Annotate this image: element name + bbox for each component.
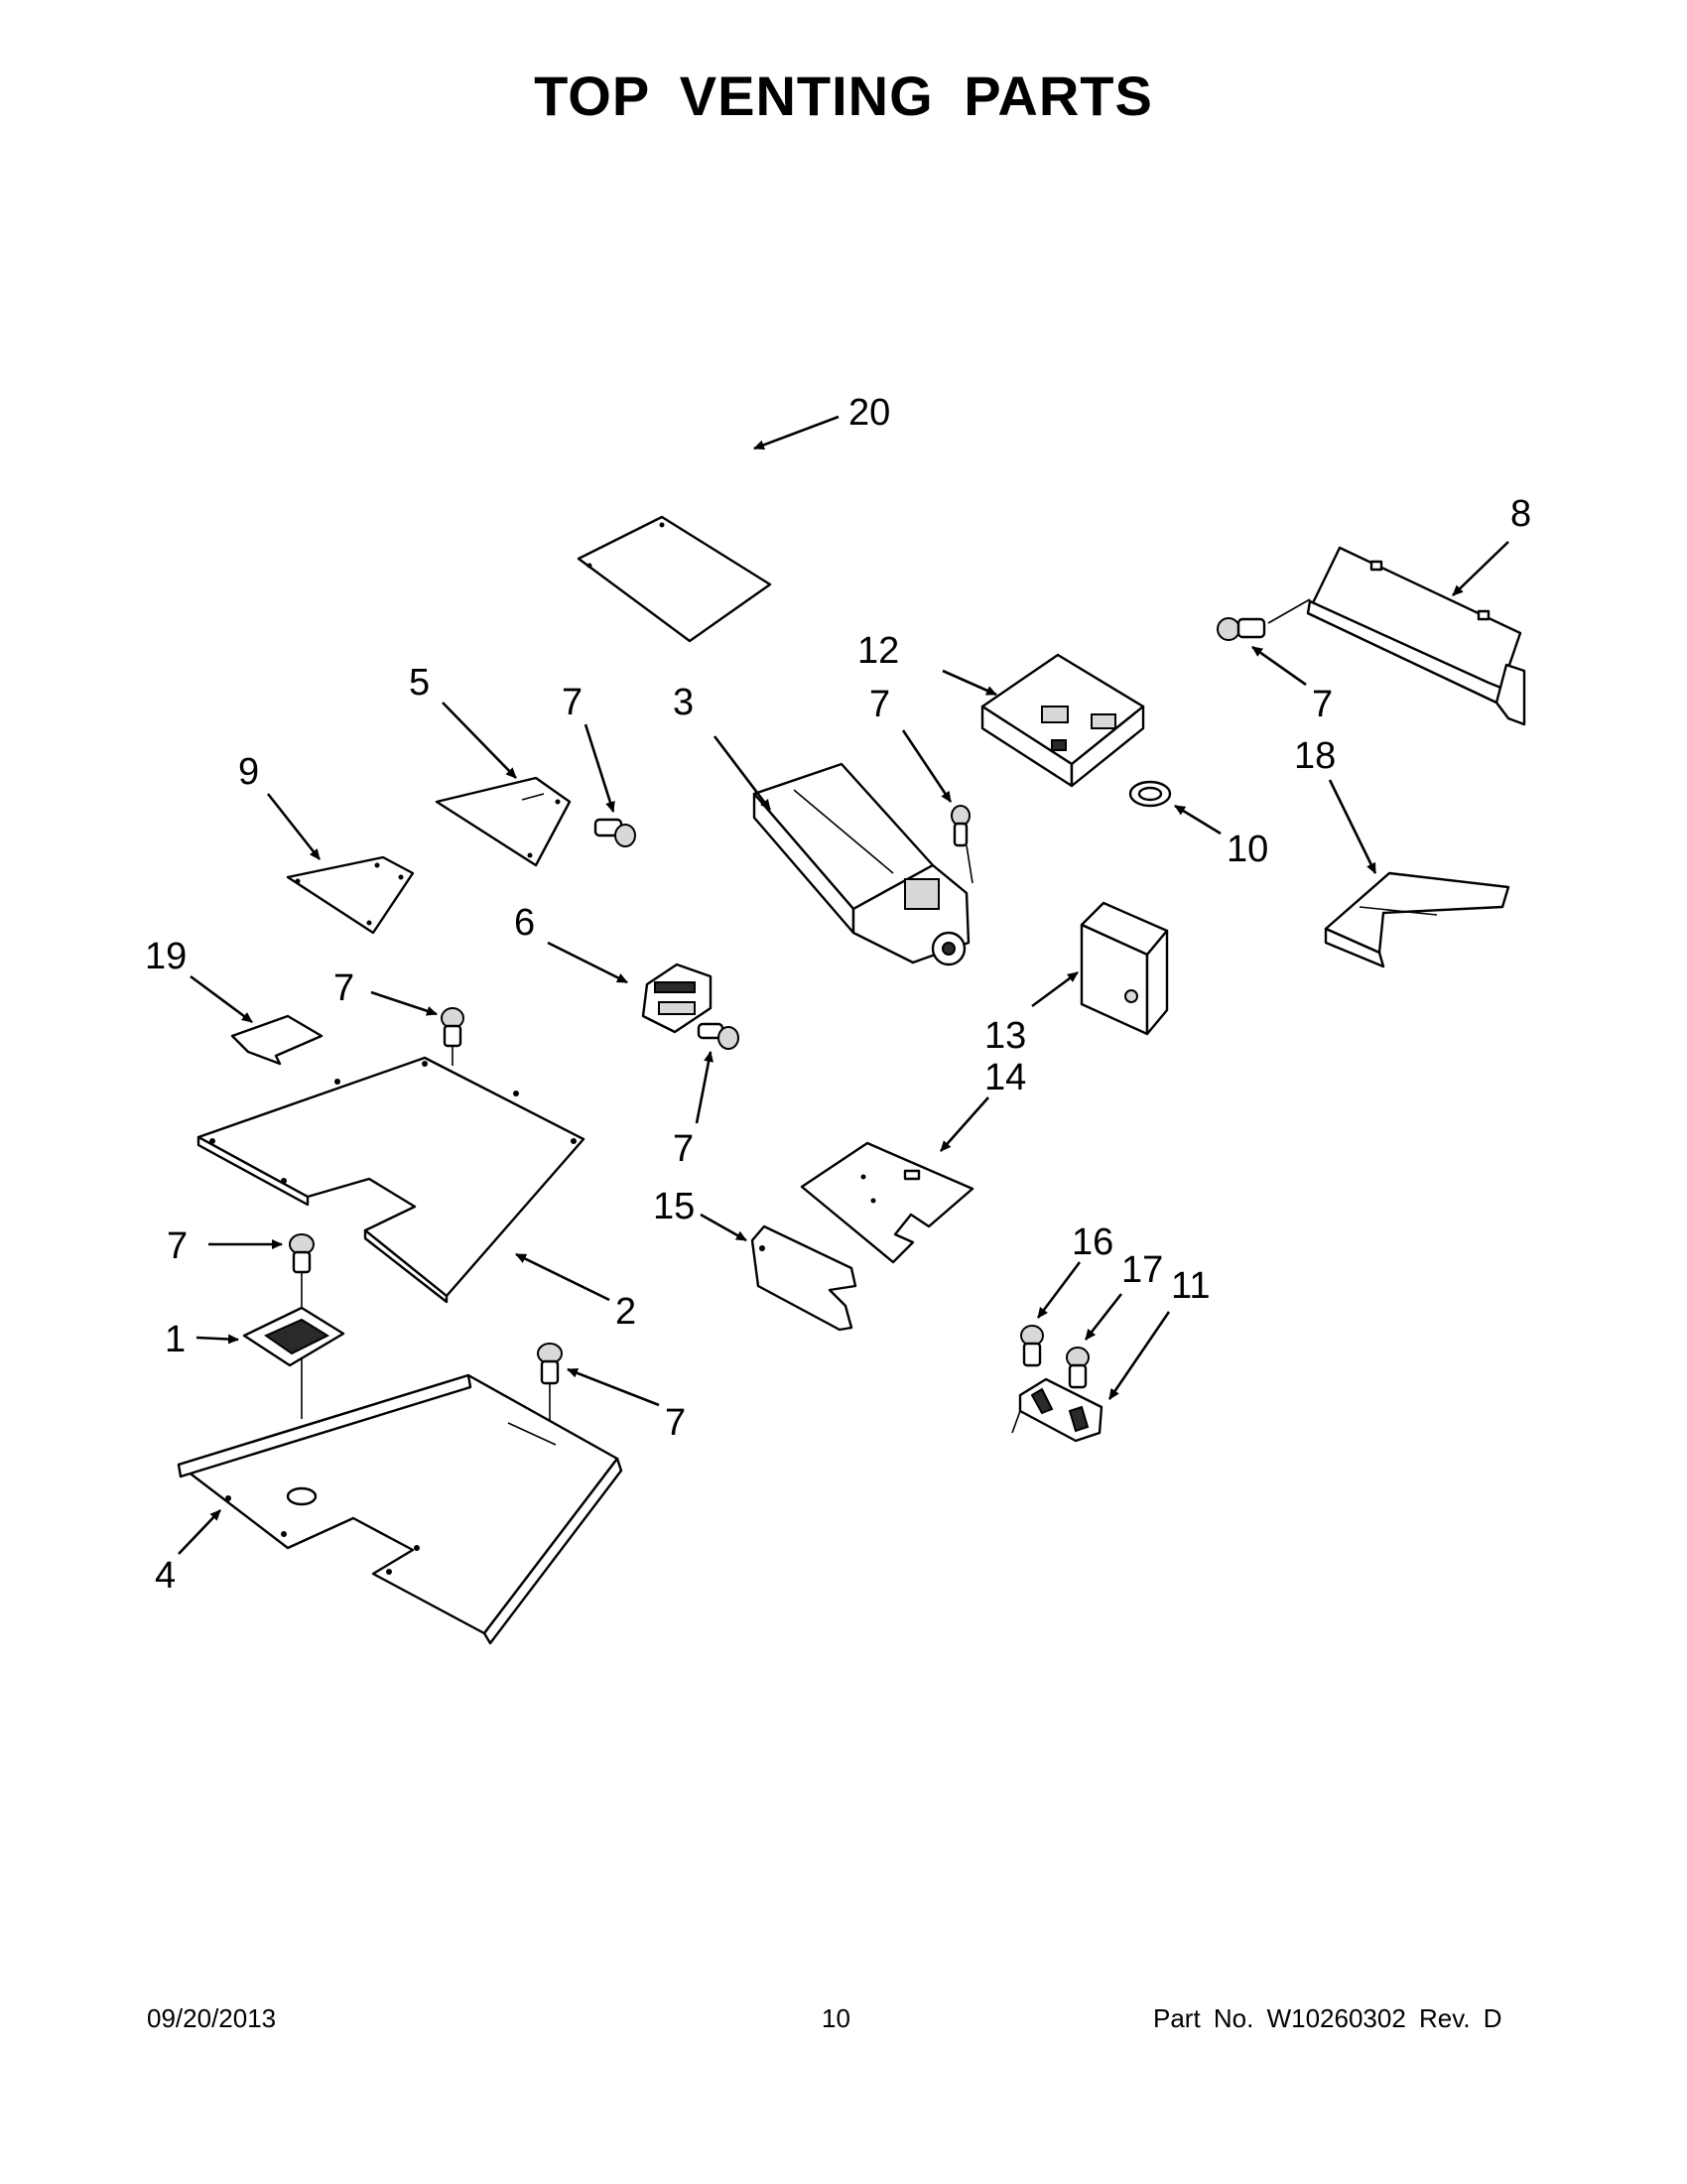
callout-8: 8 (1510, 493, 1531, 535)
callout-4: 4 (155, 1555, 176, 1597)
part-7-screw-mid-left: 7 (333, 967, 464, 1066)
part-3-blower: 3 (673, 682, 971, 966)
callout-2: 2 (615, 1291, 636, 1333)
callout-17: 17 (1121, 1249, 1163, 1291)
callout-9: 9 (238, 751, 259, 793)
part-20-insulation-sheet: 20 (577, 392, 890, 643)
footer-date: 09/20/2013 (147, 2003, 277, 2033)
part-18-vent-damper: 18 (1294, 735, 1510, 968)
part-8-vent-cover: 8 (1306, 493, 1531, 726)
part-19-small-plate: 19 (145, 936, 324, 1066)
part-7-screw-bottom: 7 (537, 1343, 686, 1534)
callout-14: 14 (984, 1057, 1026, 1098)
part-11-terminal-block: 11 (1011, 1265, 1210, 1443)
part-7-screw-relay: 7 (673, 1022, 739, 1170)
callout-5: 5 (409, 662, 430, 704)
callout-16: 16 (1072, 1221, 1113, 1263)
part-7-screw-top-right: 7 (1217, 598, 1333, 725)
callout-7-mid-left: 7 (333, 967, 354, 1009)
part-17-screw: 17 (1066, 1249, 1163, 1389)
part-5-plate: 5 (409, 662, 572, 867)
part-6-relay: 6 (514, 902, 713, 1034)
part-15-bracket: 15 (653, 1186, 857, 1332)
part-1-vent-grille: 1 (165, 1306, 345, 1367)
part-16-screw: 16 (1020, 1221, 1113, 1367)
callout-6: 6 (514, 902, 535, 944)
callout-10: 10 (1227, 829, 1268, 870)
callout-11: 11 (1171, 1265, 1210, 1307)
part-7-screw-upper: 7 (562, 682, 636, 847)
callout-12: 12 (857, 630, 899, 672)
callout-15: 15 (653, 1186, 695, 1227)
callout-3: 3 (673, 682, 694, 723)
part-2-top-panel: 2 (196, 1056, 636, 1333)
callout-18: 18 (1294, 735, 1336, 777)
callout-7-relay: 7 (673, 1128, 694, 1170)
callout-20: 20 (848, 392, 890, 434)
part-10-grommet: 10 (1128, 780, 1268, 870)
callout-19: 19 (145, 936, 187, 977)
page-title: TOP VENTING PARTS (534, 64, 1153, 127)
part-9-plate: 9 (238, 751, 415, 935)
callout-7-blower: 7 (869, 684, 890, 725)
callout-13: 13 (984, 1015, 1026, 1057)
callout-7-bottom: 7 (665, 1402, 686, 1444)
part-13-junction-box: 13 (984, 901, 1169, 1057)
footer-part-number: Part No. W10260302 Rev. D (1153, 2003, 1502, 2033)
footer-page-number: 10 (822, 2003, 850, 2033)
callout-1: 1 (165, 1319, 186, 1360)
part-14-insulation-plate: 14 (800, 1057, 1026, 1264)
callout-7-upper: 7 (562, 682, 583, 723)
callout-7-top-right: 7 (1312, 684, 1333, 725)
part-4-base-plate: 4 (155, 1373, 623, 1645)
part-7-screw-blower: 7 (869, 684, 973, 884)
part-12-control-bracket: 12 (857, 630, 1145, 788)
callout-7-left: 7 (167, 1225, 188, 1267)
